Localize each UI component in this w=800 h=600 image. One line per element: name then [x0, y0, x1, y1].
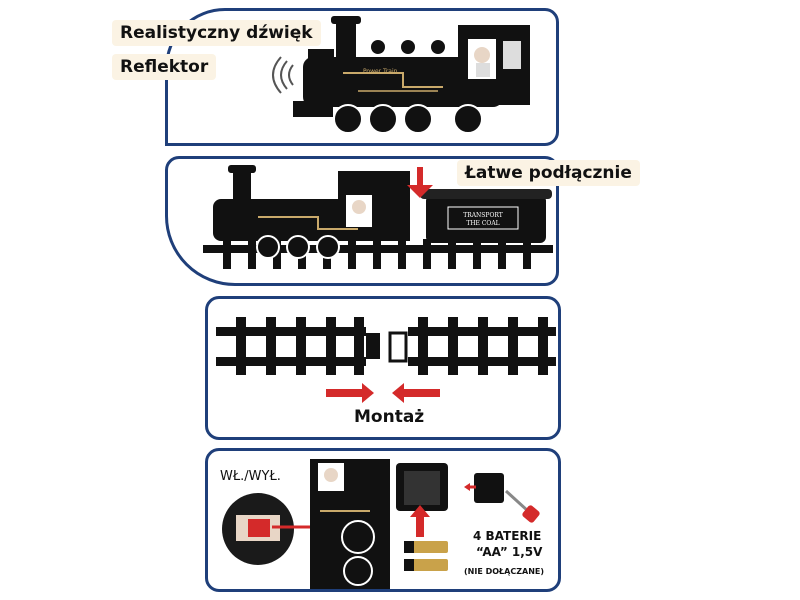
panel-assembly: Montaż	[205, 296, 561, 440]
label-assembly: Montaż	[354, 407, 425, 427]
tender-text-line1: TRANSPORT	[463, 212, 503, 219]
label-sound: Realistyczny dźwięk	[112, 20, 321, 46]
label-power-switch: WŁ./WYŁ.	[220, 469, 281, 484]
track-assembly-illustration	[216, 317, 556, 403]
locomotive-illustration: Power Train	[272, 16, 530, 134]
loco-brand-text: Power Train	[363, 68, 398, 75]
tender-text-line2: THE COAL	[466, 220, 499, 227]
label-easy-connect: Łatwe podłącznie	[457, 160, 640, 186]
battery-illustration	[222, 459, 540, 589]
battery-line1: 4 BATERIE	[473, 529, 542, 543]
battery-line2: “AA” 1,5V	[476, 545, 543, 559]
label-headlight: Reflektor	[112, 54, 217, 80]
panel-sound-light: Power Train	[165, 8, 559, 146]
panel-battery: WŁ./WYŁ. 4 BATERIE “AA” 1,5V (NIE DOŁĄCZ…	[205, 448, 561, 592]
train-on-track-illustration: TRANSPORT THE COAL	[203, 165, 553, 269]
battery-note: (NIE DOŁĄCZANE)	[464, 567, 545, 576]
